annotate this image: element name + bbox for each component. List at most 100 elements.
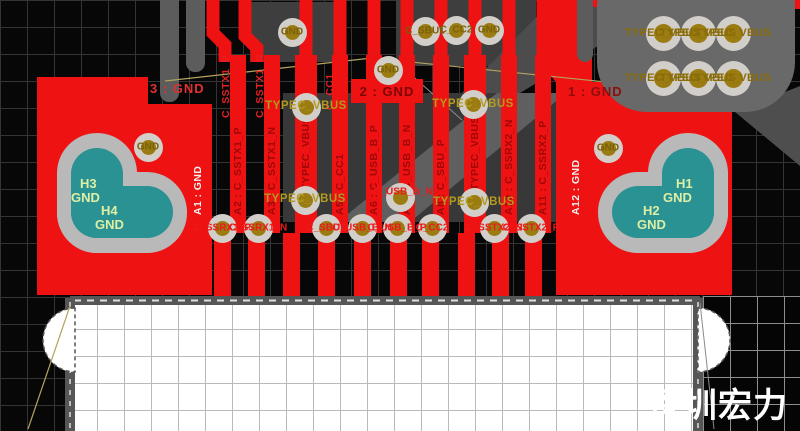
via-net-label: C_SSTX2_P <box>502 222 560 234</box>
net-label: TYPEC_VBUS <box>433 196 515 208</box>
via-hole <box>688 68 708 88</box>
pin-pad[interactable] <box>332 55 348 233</box>
via-hole <box>600 140 616 156</box>
via-net-label: TYPEC_VBUS <box>659 72 737 84</box>
gray-trace[interactable] <box>160 0 179 102</box>
pad-stub[interactable] <box>283 233 300 299</box>
via-net-label: C_SBU1 <box>405 25 445 37</box>
pad-stub[interactable] <box>318 233 335 299</box>
via-net-label: GND <box>136 141 160 153</box>
via-hole <box>466 194 482 210</box>
outline-bar-top <box>70 296 700 305</box>
via-net-label: TYPEC_VBUS <box>694 27 772 39</box>
via-hole <box>298 99 314 115</box>
via-net-label: TYPEC_VBUS <box>624 72 702 84</box>
gray-trace[interactable] <box>577 0 593 62</box>
pin-label: A2 : C_SSTX1_P <box>232 127 244 215</box>
trace-net-label: C_SSTX1_P <box>220 54 232 118</box>
via-net-label: TYPEC_VBUS <box>624 27 702 39</box>
pin-label: A11 : C_SSRX2_P <box>537 120 549 215</box>
board-notch-right <box>697 307 731 373</box>
via-net-label: TYPEC_VBUS <box>659 27 737 39</box>
mount-pad-label: GND <box>637 217 666 232</box>
pin-label: A5 : C_CC1 <box>334 153 346 215</box>
via-net-label: C_CC2 <box>439 24 473 36</box>
ratsnest-line <box>699 302 715 430</box>
via-hole <box>214 220 230 236</box>
via-hole <box>318 220 334 236</box>
via-hole <box>424 220 440 236</box>
mount-pad-label: GND <box>663 190 692 205</box>
pad-stub[interactable] <box>492 233 509 299</box>
mount-pad-label: GND <box>71 190 100 205</box>
via-hole <box>417 23 433 39</box>
via-net-label: GND <box>477 24 501 36</box>
mount-pad-inner-right[interactable] <box>612 186 714 238</box>
via-hole <box>723 68 743 88</box>
via-hole <box>523 220 539 236</box>
mount-pad-label: GND <box>95 217 124 232</box>
pin-pad[interactable] <box>433 55 449 233</box>
via-net-label: C_SBU2 <box>306 222 346 234</box>
via-hole <box>723 23 743 43</box>
watermark: 深圳宏力捷 <box>648 387 788 425</box>
via-net-label: C_SSTX2_N <box>465 222 523 234</box>
pin-pad[interactable] <box>535 55 551 233</box>
via-net-label: TYPEC_VBUS <box>694 72 772 84</box>
via-net-label: GND <box>280 26 304 38</box>
mount-pad-label: H3 <box>80 176 97 191</box>
via-net-label: GND <box>596 142 620 154</box>
via-hole <box>250 220 266 236</box>
via-net-label: C_USB_B_P <box>367 222 427 234</box>
via-hole <box>465 96 481 112</box>
via-net-label: GND <box>376 64 400 76</box>
via-hole <box>653 23 673 43</box>
pad-stub[interactable] <box>525 233 542 299</box>
pin-label: A6 : C_USB_B_P <box>368 124 380 215</box>
via-hole <box>653 68 673 88</box>
pin-label: A12 : GND <box>570 159 582 215</box>
connector-body-outline <box>70 302 698 431</box>
via-hole <box>448 22 464 38</box>
via-hole <box>380 62 396 78</box>
plane-label: 1 : GND <box>568 84 623 99</box>
mount-pad-label: H2 <box>643 203 660 218</box>
pad-stub[interactable] <box>214 233 231 299</box>
red-trace[interactable] <box>238 0 264 62</box>
mount-pad-label: H4 <box>101 203 118 218</box>
net-label: TYPEC_VBUS <box>264 193 346 205</box>
pad-stub[interactable] <box>354 233 371 299</box>
via-hole <box>354 220 370 236</box>
pin-pad[interactable] <box>264 55 280 233</box>
red-trace[interactable] <box>206 0 232 62</box>
pad-stub[interactable] <box>248 233 265 299</box>
plane-label: 3 : GND <box>150 81 205 96</box>
via-net-label: C_SSRX1_P <box>193 222 251 234</box>
mount-pad-label: H1 <box>676 176 693 191</box>
net-label: C_USB_B_N <box>373 186 433 198</box>
via-hole <box>392 189 408 205</box>
ratsnest-line <box>27 305 71 430</box>
via-net-label: C_SSRX1_N <box>228 222 288 234</box>
via-hole <box>481 22 497 38</box>
via-hole <box>486 220 502 236</box>
via-net-label: C_USB_B_N <box>332 222 392 234</box>
gray-trace[interactable] <box>186 0 205 72</box>
pin-pad[interactable] <box>501 55 517 233</box>
via-net-label: C_CC2 <box>415 222 449 234</box>
net-label: TYPEC_VBUS <box>432 98 514 110</box>
pad-stub[interactable] <box>458 233 475 299</box>
pad-stub[interactable] <box>390 233 407 299</box>
mount-pad-inner-left[interactable] <box>71 186 173 238</box>
net-label: TYPEC_VBUS <box>265 100 347 112</box>
pin-label: A1 : GND <box>192 165 204 215</box>
via-hole <box>140 139 156 155</box>
via-hole <box>688 23 708 43</box>
pad-stub[interactable] <box>422 233 439 299</box>
pin-pad[interactable] <box>230 55 246 233</box>
plane-label-2: 2 : GND <box>359 83 415 99</box>
via-hole <box>284 24 300 40</box>
via-hole <box>297 192 313 208</box>
